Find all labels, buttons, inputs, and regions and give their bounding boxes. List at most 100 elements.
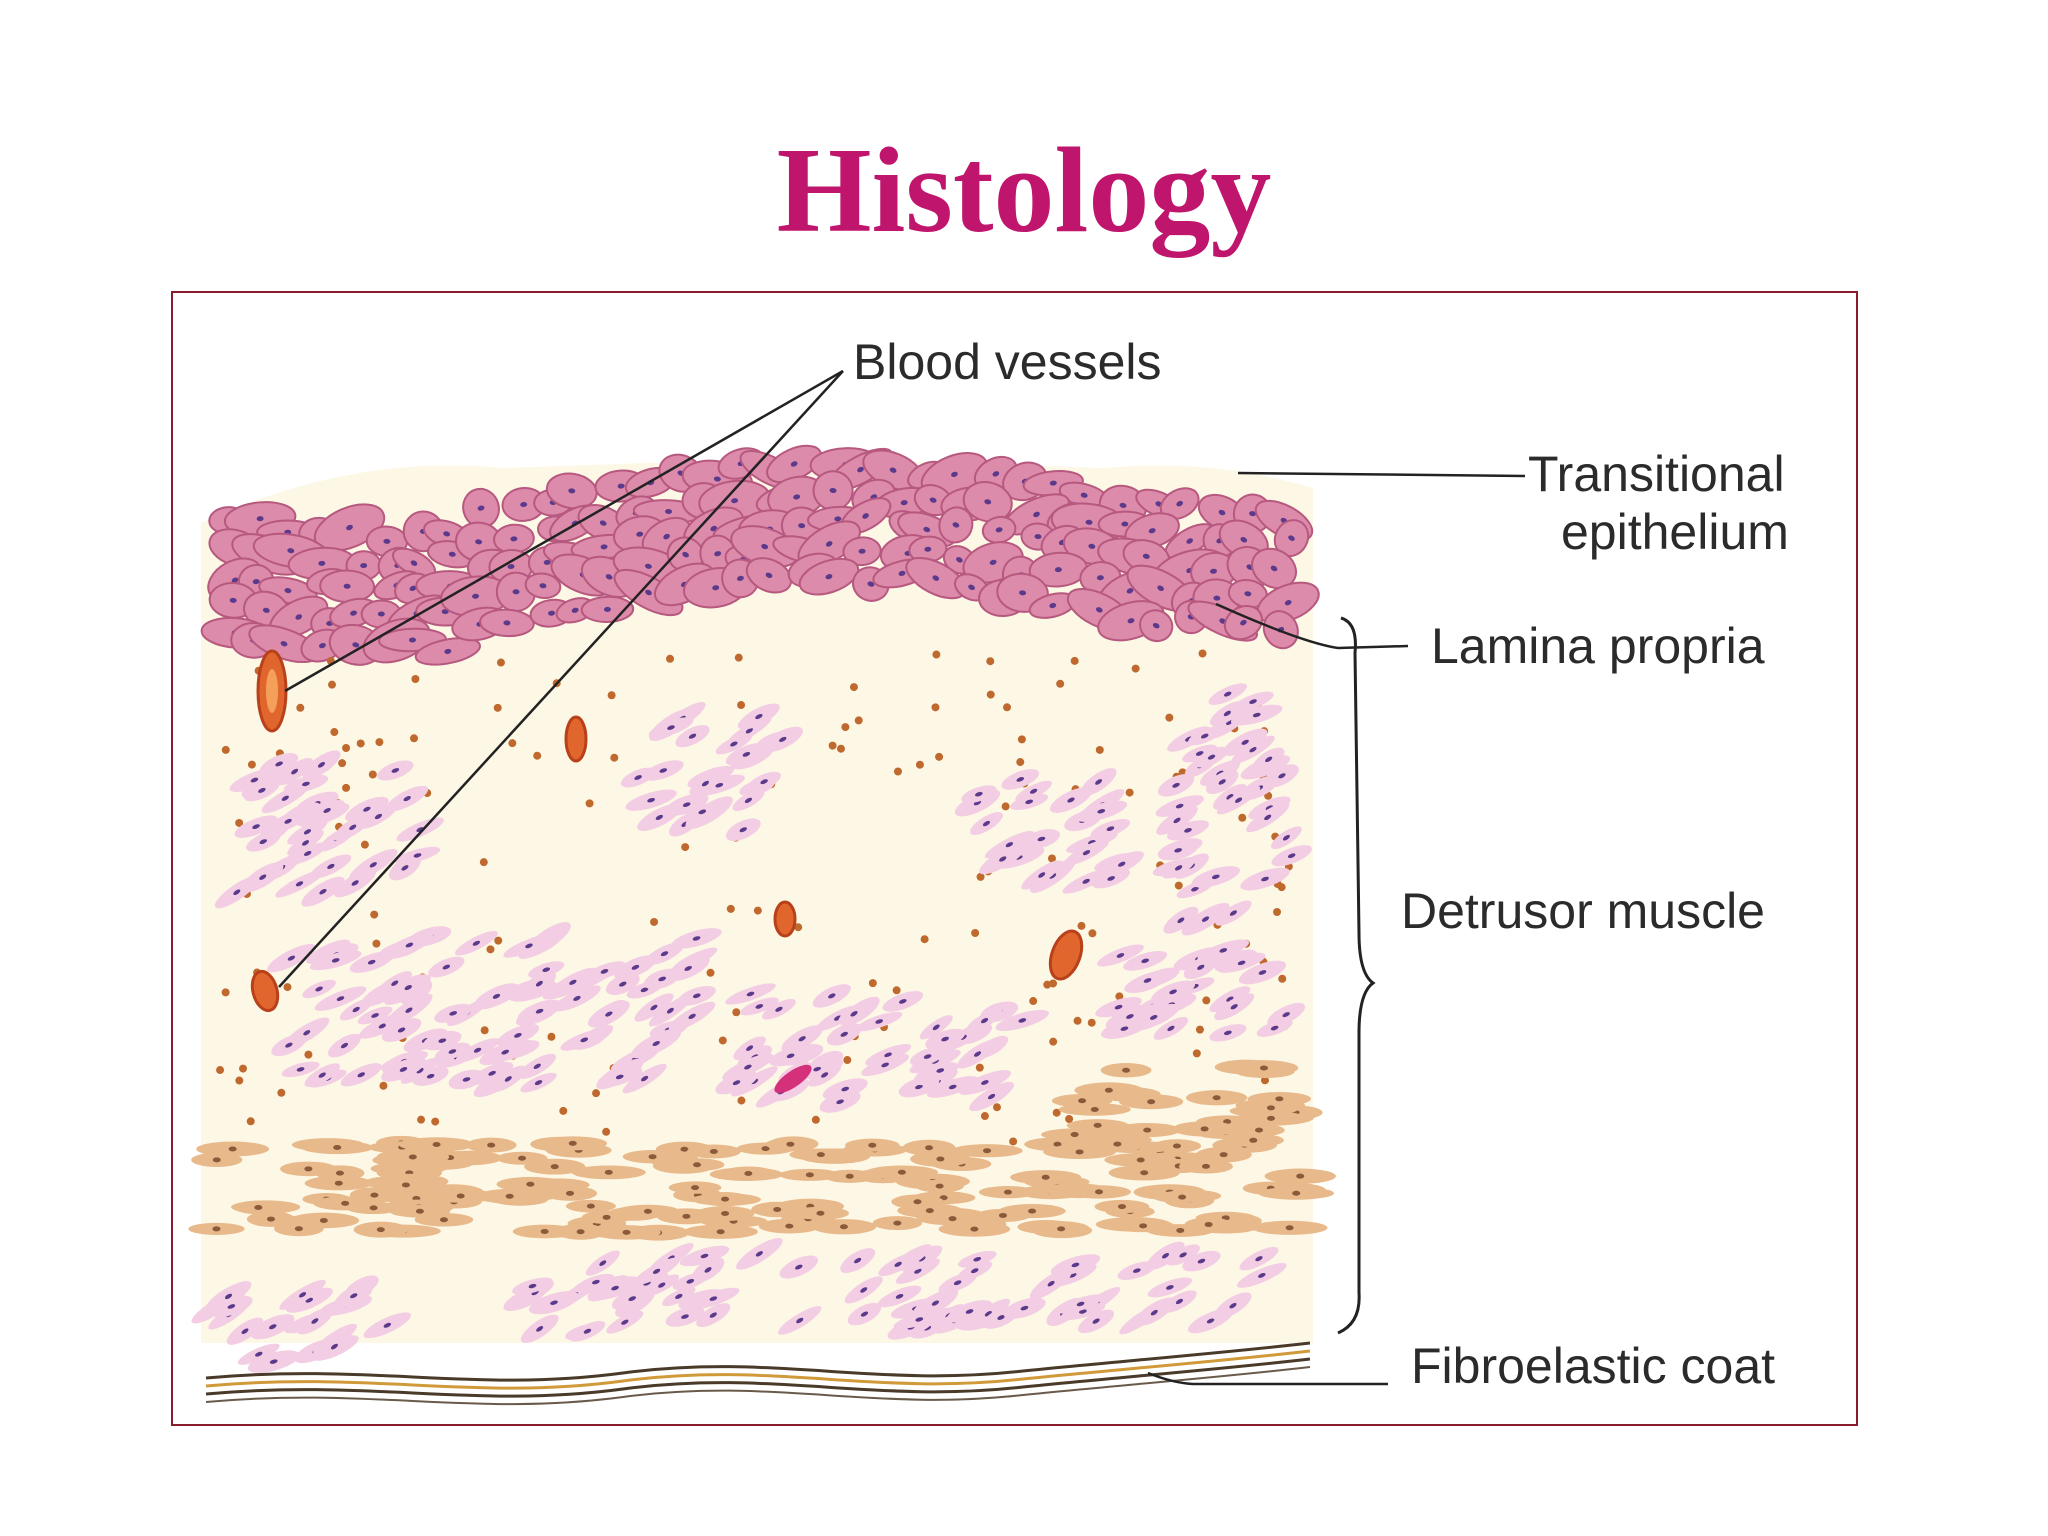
muscle-bundles-tan <box>188 1059 1336 1241</box>
connective-dot <box>221 745 230 754</box>
connective-dot <box>277 1088 286 1097</box>
connective-dot <box>431 1117 440 1126</box>
connective-dot <box>1009 1137 1018 1146</box>
muscle-nucleus <box>472 940 481 946</box>
tan-muscle-nucleus <box>721 1211 730 1217</box>
cell-nucleus <box>1240 619 1247 626</box>
muscle-nucleus <box>798 1036 806 1042</box>
muscle-nucleus <box>1082 850 1091 856</box>
tan-muscle-nucleus <box>839 1224 848 1230</box>
tan-muscle-nucleus <box>998 1212 1007 1218</box>
muscle-nucleus <box>746 1045 754 1051</box>
muscle-nucleus <box>351 880 359 886</box>
connective-dot <box>650 917 659 926</box>
cell-nucleus <box>862 513 869 519</box>
cell-nucleus <box>956 557 963 563</box>
tan-muscle-nucleus <box>576 1229 585 1235</box>
tan-muscle-nucleus <box>868 1142 877 1148</box>
tan-muscle-nucleus <box>266 1216 275 1222</box>
muscle-nucleus <box>1049 873 1057 879</box>
muscle-nucleus <box>981 1080 989 1085</box>
cell-nucleus <box>475 539 483 545</box>
tan-muscle-nucleus <box>1259 1065 1268 1071</box>
muscle-nucleus <box>583 1328 592 1334</box>
blood-vessel <box>266 669 278 713</box>
cell-nucleus <box>968 584 975 591</box>
muscle-nucleus <box>692 936 701 941</box>
tan-muscle-nucleus <box>1113 1141 1122 1147</box>
connective-dot <box>1202 996 1211 1005</box>
tan-muscle-nucleus <box>1041 1174 1050 1180</box>
muscle-nucleus <box>704 1267 712 1273</box>
muscle-nucleus <box>1206 1318 1215 1324</box>
connective-dot <box>920 935 929 944</box>
muscle-nucleus <box>730 741 738 747</box>
cell-nucleus <box>1210 568 1217 574</box>
tan-muscle-nucleus <box>1176 1227 1185 1233</box>
muscle-nucleus <box>269 1359 278 1364</box>
connective-dot <box>356 739 365 748</box>
muscle-nucleus <box>1197 1258 1206 1264</box>
tan-muscle-nucleus <box>586 1203 595 1209</box>
muscle-nucleus <box>378 1023 387 1029</box>
muscle-nucleus <box>1005 842 1014 848</box>
connective-dot <box>892 986 901 995</box>
muscle-nucleus <box>894 1261 902 1267</box>
connective-dot <box>1049 1037 1058 1046</box>
muscle-nucleus <box>915 1084 923 1090</box>
tan-muscle-nucleus <box>693 1162 702 1168</box>
cell-nucleus <box>377 611 385 617</box>
tan-muscle-nucleus <box>568 1140 577 1146</box>
muscle-nucleus <box>688 1013 696 1020</box>
tan-muscle-nucleus <box>1122 1067 1131 1073</box>
connective-dot <box>1238 813 1247 822</box>
muscle-nucleus <box>755 713 763 720</box>
muscle-nucleus <box>605 1011 613 1017</box>
cell-nucleus <box>924 546 932 552</box>
tan-muscle-nucleus <box>1200 1126 1209 1132</box>
muscle-nucleus <box>1261 876 1269 882</box>
tan-muscle-nucleus <box>816 1210 825 1216</box>
connective-dot <box>849 683 858 692</box>
muscle-nucleus <box>1120 1026 1129 1031</box>
muscle-nucleus <box>281 795 289 801</box>
cell-nucleus <box>682 551 689 558</box>
muscle-nucleus <box>1095 779 1103 785</box>
cell-nucleus <box>858 548 866 554</box>
connective-dot <box>328 680 337 689</box>
blood-vessel <box>564 715 588 763</box>
muscle-nucleus <box>1116 953 1125 958</box>
muscle-nucleus <box>1191 886 1199 892</box>
cell-nucleus <box>539 583 547 589</box>
connective-dot <box>854 716 863 725</box>
muscle-nucleus <box>1174 848 1183 853</box>
cell-nucleus <box>1088 543 1096 549</box>
muscle-nucleus <box>667 725 675 730</box>
connective-dot <box>480 1026 489 1035</box>
connective-dot <box>479 858 488 867</box>
connective-dot <box>975 1063 984 1072</box>
detrusor-bracket <box>1337 616 1376 1335</box>
muscle-nucleus <box>850 1011 858 1017</box>
connective-dot <box>1017 735 1026 744</box>
connective-dot <box>1029 997 1038 1006</box>
tan-muscle-nucleus <box>1053 1141 1062 1147</box>
connective-dot <box>559 1106 568 1115</box>
cell-nucleus <box>571 607 579 613</box>
connective-dot <box>375 738 384 747</box>
cell-nucleus <box>568 488 576 494</box>
muscle-nucleus <box>259 874 267 880</box>
muscle-nucleus <box>258 787 266 793</box>
connective-dot <box>547 1032 556 1041</box>
muscle-nucleus <box>600 969 609 974</box>
connective-dot <box>915 760 924 769</box>
connective-dot <box>410 734 418 743</box>
cell-nucleus <box>229 597 237 603</box>
muscle-nucleus <box>686 1278 695 1284</box>
cell-nucleus <box>790 461 798 467</box>
muscle-nucleus <box>252 824 260 830</box>
cell-nucleus <box>761 543 769 550</box>
muscle-nucleus <box>914 1268 922 1274</box>
muscle-nucleus <box>1166 1285 1174 1290</box>
muscle-nucleus <box>573 995 581 1001</box>
